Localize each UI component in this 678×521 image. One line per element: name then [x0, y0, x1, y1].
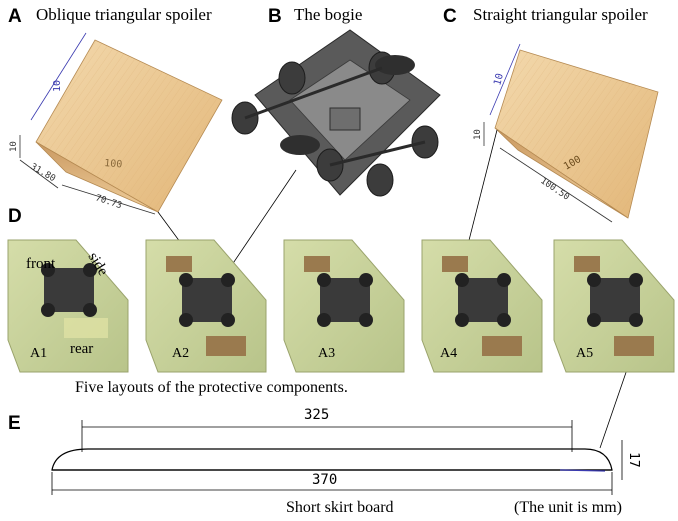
layout-a3-bogie [317, 273, 373, 327]
panel-d-letter: D [8, 206, 22, 227]
layout-a4 [421, 239, 543, 373]
layout-a1-bogie [41, 263, 97, 317]
straight-spoiler-side-face [494, 127, 629, 219]
layout-a1-rear-pad [64, 318, 108, 338]
layout-a2-rear-pad [206, 336, 246, 356]
layout-label-a1: A1 [30, 346, 47, 361]
straight-spoiler-top-grain [495, 50, 658, 218]
bogie-wheel-1 [278, 61, 306, 95]
straight-dim-base-line [499, 147, 613, 223]
straight-spoiler-drawing: 10 10 100 100.50 [473, 43, 659, 223]
oblique-spoiler-top-grain [36, 40, 222, 212]
skirt-dim-height: 17 [626, 452, 641, 468]
bogie-center-block [329, 107, 361, 131]
bogie-wheel-5 [366, 163, 394, 197]
skirt-board-caption: Short skirt board [286, 499, 394, 516]
oblique-dim-height-line [30, 32, 87, 121]
panel-a-letter: A [8, 6, 22, 27]
panel-c-title: Straight triangular spoiler [473, 5, 648, 24]
oblique-spoiler-side-face [35, 141, 159, 213]
skirt-dim-bottom: 370 [312, 472, 337, 488]
layout-a3-front-pad [304, 256, 330, 272]
unit-note: (The unit is mm) [514, 499, 622, 516]
layout-a5-rear-pad [614, 336, 654, 356]
panel-a-title: Oblique triangular spoiler [36, 5, 212, 24]
layout-label-a5: A5 [576, 346, 593, 361]
straight-dim-height: 10 [492, 72, 506, 86]
bogie-air-spring-2 [375, 55, 415, 75]
skirt-board-drawing: 325 370 17 [51, 407, 641, 495]
oblique-dim-left: 10 [9, 141, 19, 152]
panel-b-letter: B [268, 6, 282, 27]
panel-b-title: The bogie [294, 5, 363, 24]
oblique-dim-base: 31.80 [29, 162, 57, 184]
layout-a4-front-pad [442, 256, 468, 272]
panel-e-letter: E [8, 413, 21, 434]
oblique-dim-height: 10 [52, 80, 63, 92]
layout-a4-rear-pad [482, 336, 522, 356]
bogie-axle-1 [244, 66, 383, 120]
layout-panels [7, 239, 675, 373]
layout-a5-bogie [587, 273, 643, 327]
layout-a5-front-pad [574, 256, 600, 272]
oblique-dim-base-line [19, 159, 59, 189]
oblique-dim-width: 100 [104, 158, 123, 171]
region-label-front: front [26, 256, 56, 272]
panel-c-letter: C [443, 6, 457, 27]
layout-label-a4: A4 [440, 346, 457, 361]
layout-a2-bogie [179, 273, 235, 327]
layout-a3 [283, 239, 405, 373]
bogie-air-spring-1 [280, 135, 320, 155]
layouts-caption: Five layouts of the protective component… [75, 379, 348, 396]
skirt-board-blue-mark [559, 469, 606, 472]
skirt-dim-top: 325 [304, 407, 329, 423]
skirt-board-outline [51, 448, 613, 471]
region-label-rear: rear [70, 341, 93, 357]
straight-dim-base: 100.50 [538, 176, 571, 202]
layout-label-a3: A3 [318, 346, 335, 361]
layout-a5 [553, 239, 675, 373]
bogie-axle-2 [329, 140, 426, 167]
bogie-drawing [231, 29, 441, 197]
connector-c-to-a4 [463, 129, 498, 261]
layout-a4-bogie [455, 273, 511, 327]
layout-a1 [7, 239, 129, 373]
layout-a2-front-pad [166, 256, 192, 272]
layout-label-a2: A2 [172, 346, 189, 361]
oblique-spoiler-drawing: 10 10 31.80 100 70.73 [9, 32, 223, 215]
straight-dim-left: 10 [473, 129, 483, 140]
layout-a2 [145, 239, 267, 373]
oblique-dim-diag-line [61, 184, 156, 215]
oblique-dim-diag: 70.73 [94, 193, 123, 211]
straight-dim-height-line [489, 43, 521, 116]
